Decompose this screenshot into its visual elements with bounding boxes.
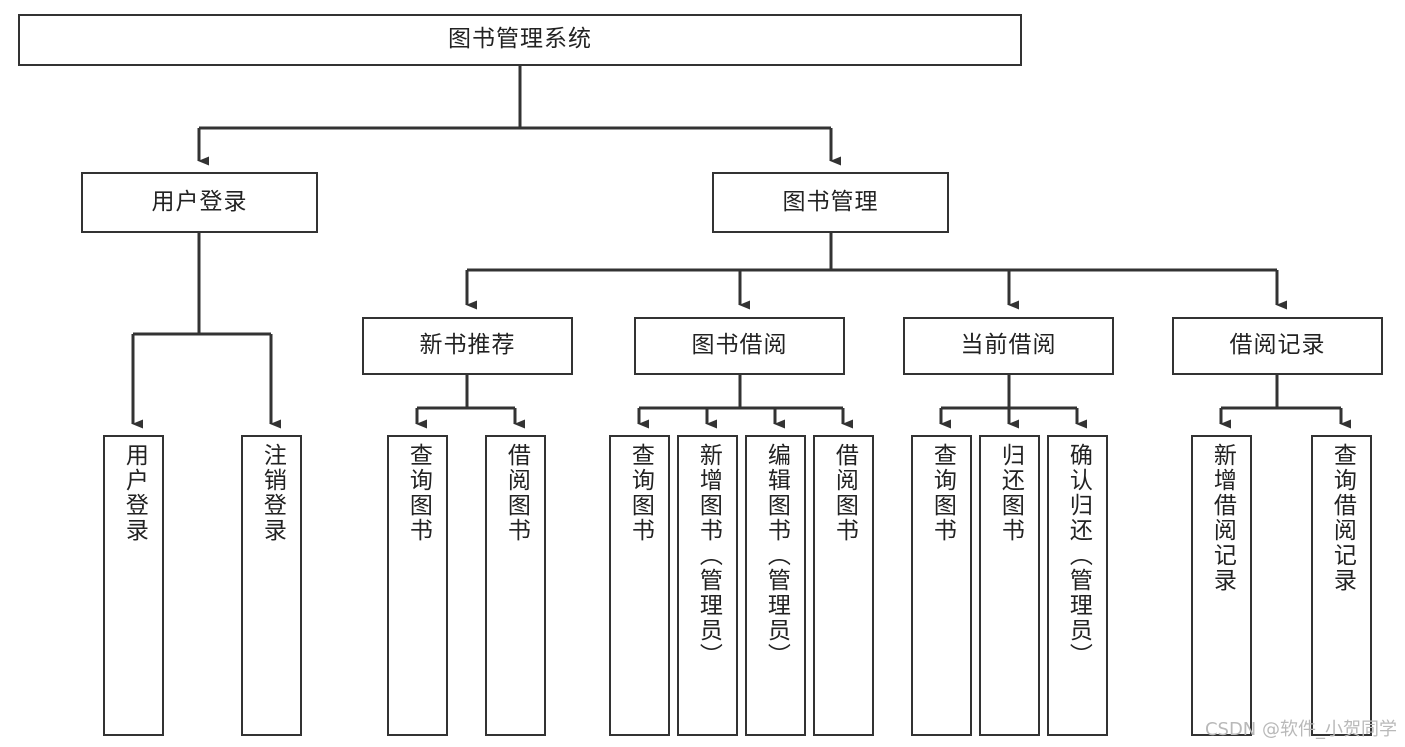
- leaf-borrow-add-book-admin[interactable]: 新增图书（管理员）: [677, 435, 738, 736]
- node-label: 借阅记录: [1229, 332, 1326, 359]
- leaf-current-query-book[interactable]: 查询图书: [911, 435, 972, 736]
- leaf-borrow-borrow-book[interactable]: 借阅图书: [813, 435, 874, 736]
- node-label: 借阅图书: [503, 443, 530, 543]
- leaf-user-login-logout[interactable]: 注销登录: [241, 435, 302, 736]
- leaf-borrow-query-book[interactable]: 查询图书: [609, 435, 670, 736]
- node-label: 新增图书（管理员）: [695, 443, 722, 668]
- node-root-system[interactable]: 图书管理系统: [18, 14, 1022, 66]
- node-borrow-record[interactable]: 借阅记录: [1172, 317, 1383, 375]
- node-label: 注销登录: [259, 443, 286, 543]
- node-label: 查询借阅记录: [1329, 443, 1356, 593]
- watermark-text: CSDN @软件_小贺同学: [1204, 719, 1397, 740]
- node-label: 用户登录: [151, 188, 248, 215]
- leaf-record-query-record[interactable]: 查询借阅记录: [1311, 435, 1372, 736]
- node-label: 用户登录: [121, 443, 148, 543]
- leaf-current-confirm-return-admin[interactable]: 确认归还（管理员）: [1047, 435, 1108, 736]
- node-label: 归还图书: [997, 443, 1024, 543]
- node-label: 图书借阅: [691, 332, 788, 359]
- node-book-borrow[interactable]: 图书借阅: [634, 317, 845, 375]
- node-label: 编辑图书（管理员）: [763, 443, 790, 668]
- node-new-book-recommend[interactable]: 新书推荐: [362, 317, 573, 375]
- leaf-current-return-book[interactable]: 归还图书: [979, 435, 1040, 736]
- node-label: 借阅图书: [831, 443, 858, 543]
- leaf-user-login-signin[interactable]: 用户登录: [103, 435, 164, 736]
- node-book-management[interactable]: 图书管理: [712, 172, 949, 233]
- node-label: 图书管理系统: [448, 26, 592, 53]
- node-label: 确认归还（管理员）: [1065, 443, 1092, 668]
- node-label: 新增借阅记录: [1209, 443, 1236, 593]
- node-label: 查询图书: [627, 443, 654, 543]
- node-label: 新书推荐: [419, 332, 516, 359]
- node-label: 当前借阅: [960, 332, 1057, 359]
- node-label: 查询图书: [405, 443, 432, 543]
- leaf-recommend-borrow-book[interactable]: 借阅图书: [485, 435, 546, 736]
- node-user-login[interactable]: 用户登录: [81, 172, 318, 233]
- leaf-recommend-query-book[interactable]: 查询图书: [387, 435, 448, 736]
- node-label: 查询图书: [929, 443, 956, 543]
- node-label: 图书管理: [782, 188, 879, 215]
- leaf-record-add-record[interactable]: 新增借阅记录: [1191, 435, 1252, 736]
- leaf-borrow-edit-book-admin[interactable]: 编辑图书（管理员）: [745, 435, 806, 736]
- node-current-borrow[interactable]: 当前借阅: [903, 317, 1114, 375]
